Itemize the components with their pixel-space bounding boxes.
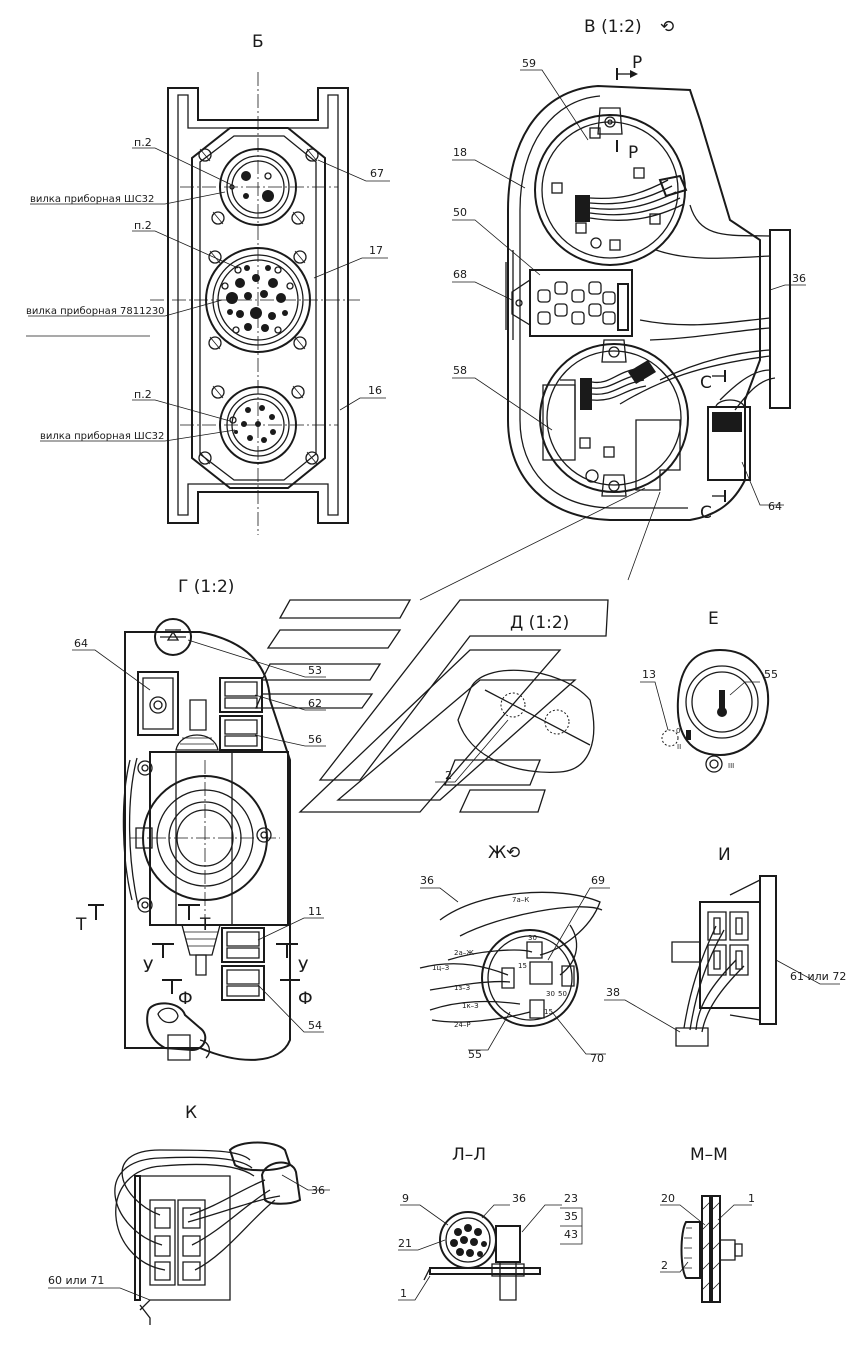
v-section-p-top: Р — [632, 53, 642, 73]
k-part-label: 60 или 71 — [48, 1274, 104, 1287]
view-i: И 38 61 или 72 — [604, 845, 846, 1047]
l-callout-21: 21 — [398, 1237, 412, 1250]
g-callout-64: 64 — [74, 637, 88, 650]
e-pos-2: II — [677, 743, 681, 751]
b-plug-mid-label: вилка приборная 7811230 — [26, 306, 165, 317]
zh-callout-55: 55 — [468, 1048, 482, 1061]
g-section-f-left: Ф — [178, 989, 193, 1009]
view-zh-rotate: ⟲ — [506, 843, 520, 863]
b-plug-top-label: вилка приборная ШС32 — [30, 194, 154, 205]
g-section-t-left: Т — [75, 915, 87, 935]
m-callout-20: 20 — [661, 1192, 675, 1205]
e-callout-13: 13 — [642, 668, 656, 681]
l-callout-43: 43 — [564, 1228, 578, 1241]
view-l: Л–Л 9 36 23 35 43 21 1 — [398, 1145, 583, 1301]
zh-term-1: 30 — [528, 934, 537, 942]
v-callout-58: 58 — [453, 364, 467, 377]
zh-callout-36: 36 — [420, 874, 434, 887]
view-b-title: Б — [252, 32, 264, 52]
zh-term-3: 30 — [546, 990, 555, 998]
l-callout-23: 23 — [564, 1192, 578, 1205]
d-callout-2: 2 — [445, 769, 452, 782]
b-callout-16: 16 — [368, 384, 382, 397]
l-callout-1: 1 — [400, 1287, 407, 1300]
l-callout-9: 9 — [402, 1192, 409, 1205]
g-callout-11: 11 — [308, 905, 322, 918]
v-callout-59: 59 — [522, 57, 536, 70]
view-d: Д (1:2) 2 — [255, 599, 609, 813]
view-b: Б — [26, 32, 390, 535]
e-pos-0: 0 — [676, 727, 680, 735]
b-plug-bot-label: вилка приборная ШС32 — [40, 431, 164, 442]
v-section-p-mid: Р — [628, 143, 638, 163]
m-callout-1: 1 — [748, 1192, 755, 1205]
view-v: В (1:2) ⟲ Р Р — [419, 17, 806, 601]
view-d-title: Д (1:2) — [510, 613, 569, 633]
zh-term-2: 15 — [518, 962, 527, 970]
v-callout-68: 68 — [453, 268, 467, 281]
view-e-title: Е — [708, 609, 719, 629]
m-callout-2: 2 — [661, 1259, 668, 1272]
g-section-t-right: Т — [199, 915, 211, 935]
view-g-title: Г (1:2) — [178, 577, 234, 597]
zh-wire-5: 1к–З — [462, 1002, 479, 1010]
view-zh: Ж ⟲ 7а–К 2а–Ж 1ц–З 1з–З 1к–З 24–Р 30 15 … — [419, 843, 610, 1065]
l-callout-35: 35 — [564, 1210, 578, 1223]
view-l-title: Л–Л — [452, 1145, 486, 1165]
g-section-u-left: У — [143, 957, 154, 977]
view-v-rotate: ⟲ — [660, 17, 674, 37]
v-callout-36: 36 — [792, 272, 806, 285]
zh-term-5: 15 — [544, 1008, 553, 1016]
v-callout-50: 50 — [453, 206, 467, 219]
g-section-u-right: У — [298, 957, 309, 977]
zh-wire-4: 1з–З — [454, 984, 471, 992]
e-pos-3: III — [728, 762, 734, 770]
v-section-s-top: С — [700, 373, 712, 393]
b-callout-17: 17 — [369, 244, 383, 257]
view-m: М–М 20 1 2 — [660, 1145, 755, 1303]
view-m-title: М–М — [690, 1145, 728, 1165]
b-note-p2-mid: п.2 — [134, 219, 152, 232]
view-g: Г (1:2) — [72, 577, 326, 1061]
zh-callout-69: 69 — [591, 874, 605, 887]
zh-callout-70: 70 — [590, 1052, 604, 1065]
view-v-title: В (1:2) — [584, 17, 642, 37]
b-note-p2-top: п.2 — [134, 136, 152, 149]
l-callout-36: 36 — [512, 1192, 526, 1205]
b-callout-67: 67 — [370, 167, 384, 180]
zh-wire-6: 24–Р — [454, 1021, 471, 1029]
view-i-title: И — [718, 845, 731, 865]
g-section-f-right: Ф — [298, 989, 313, 1009]
zh-term-4: 50 — [558, 990, 567, 998]
g-callout-56: 56 — [308, 733, 322, 746]
g-callout-54: 54 — [308, 1019, 322, 1032]
e-callout-55: 55 — [764, 668, 778, 681]
view-k: К 36 60 или 71 — [48, 1103, 330, 1325]
i-part-label: 61 или 72 — [790, 970, 846, 983]
view-zh-title: Ж — [488, 843, 506, 863]
b-note-p2-bot: п.2 — [134, 388, 152, 401]
k-callout-36: 36 — [311, 1184, 325, 1197]
zh-wire-2: 2а–Ж — [454, 949, 474, 957]
zh-wire-3: 1ц–З — [432, 964, 450, 972]
view-e: Е 13 55 0 II III — [640, 609, 778, 773]
g-callout-62: 62 — [308, 697, 322, 710]
v-callout-64: 64 — [768, 500, 782, 513]
zh-wire-1: 7а–К — [512, 896, 529, 904]
i-callout-38: 38 — [606, 986, 620, 999]
g-callout-53: 53 — [308, 664, 322, 677]
v-section-s-bot: С — [700, 503, 712, 523]
view-k-title: К — [185, 1103, 197, 1123]
v-callout-18: 18 — [453, 146, 467, 159]
